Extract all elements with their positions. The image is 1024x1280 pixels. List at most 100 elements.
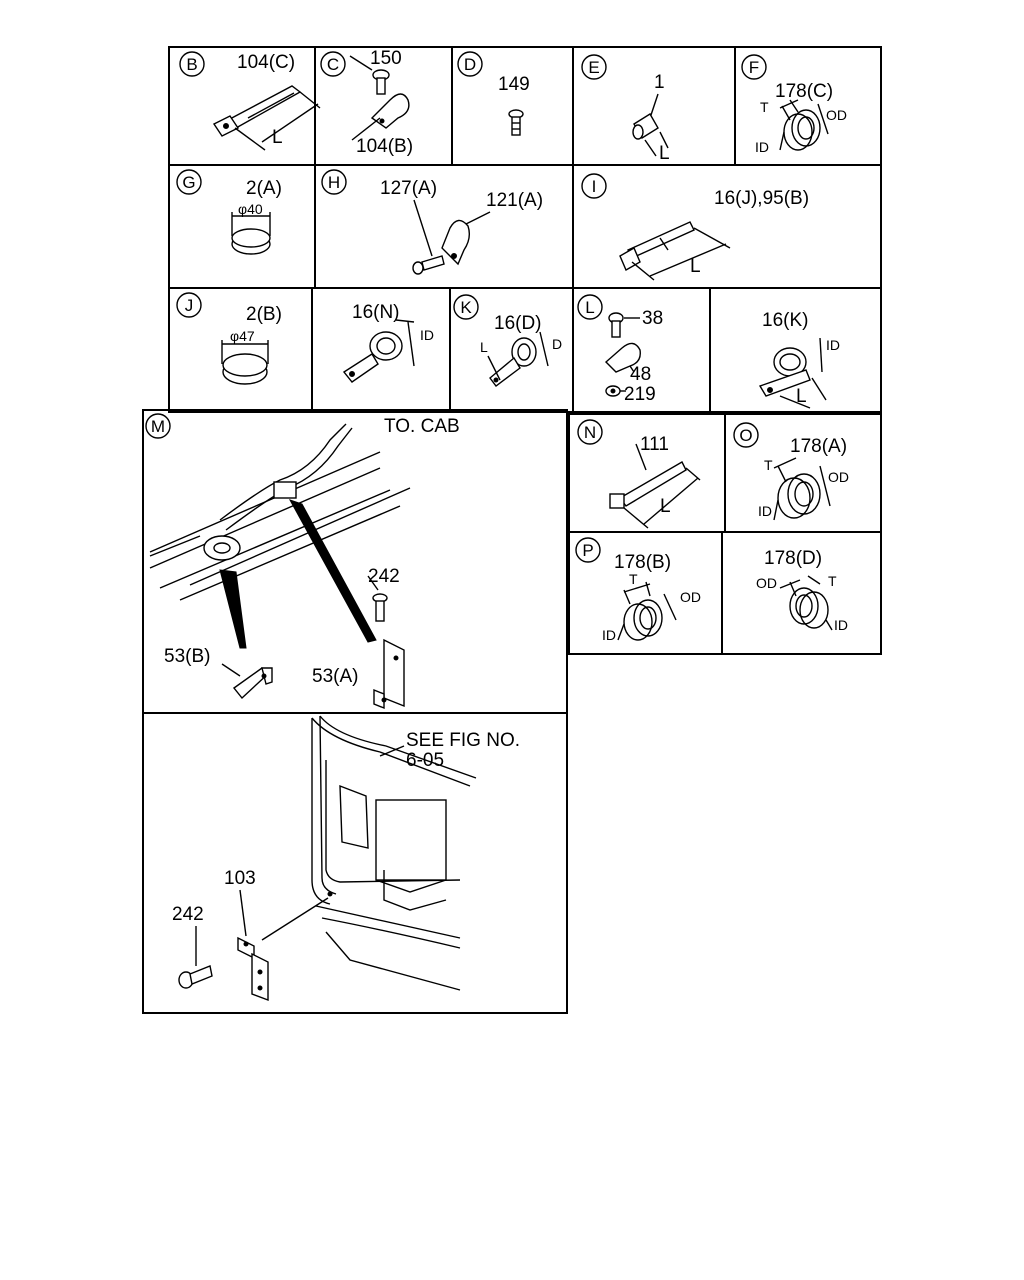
panel-16k: 16(K) ID L: [758, 310, 840, 409]
panel-e-letter: E: [588, 58, 599, 77]
panel-i-part: 16(J),95(B): [714, 188, 809, 209]
panel-e-part: 1: [654, 72, 665, 93]
panel-l-part-38: 38: [642, 308, 663, 329]
panel-c-part-150: 150: [370, 48, 402, 69]
panel-178d: 178(D) OD T ID: [756, 548, 848, 633]
clip-stack-drawing: [604, 312, 641, 397]
panel-k-letter: K: [460, 298, 472, 317]
panel-bottom: SEE FIG NO. 6-05 103 242: [172, 715, 520, 1002]
panel-f: F 178(C) T OD ID: [741, 54, 847, 155]
panel-e-dim: L: [659, 143, 670, 164]
cab-wall-drawing: [261, 715, 477, 991]
panel-p-dim-id: ID: [602, 627, 616, 643]
panel-g-letter: G: [182, 173, 195, 192]
panel-o-dim-id: ID: [758, 503, 772, 519]
panel-b-part: 104(C): [237, 52, 295, 73]
panel-p-part: 178(B): [614, 552, 671, 573]
panel-i-dim: L: [690, 256, 701, 277]
panel-16k-dim-id: ID: [826, 337, 840, 353]
panel-p: P 178(B) T OD ID: [575, 537, 701, 643]
panel-k-part: 16(D): [494, 313, 542, 334]
panel-e: E 1 L: [581, 54, 670, 164]
panel-j-letter: J: [185, 296, 194, 315]
plug-drawing: [231, 212, 271, 255]
panel-178d-dim-t: T: [828, 573, 837, 589]
panel-16k-part: 16(K): [762, 310, 808, 331]
see-fig-line1: SEE FIG NO.: [406, 730, 520, 751]
panel-o-letter: O: [739, 426, 752, 445]
panel-b: B 104(C) L: [179, 51, 321, 151]
bottom-part-103: 103: [224, 868, 256, 889]
cable-tie-drawing: [212, 85, 321, 151]
panel-j: J 2(B) φ47: [176, 292, 282, 385]
panel-16n: 16(N) ID: [342, 302, 434, 383]
panel-n-letter: N: [584, 423, 596, 442]
panel-k-dim-l: L: [480, 339, 488, 355]
panel-c-part-104b: 104(B): [356, 136, 413, 157]
pointer-wedges: [219, 499, 377, 649]
panel-c-letter: C: [327, 55, 339, 74]
panel-j-dia: φ47: [230, 328, 255, 344]
panel-f-dim-t: T: [760, 99, 769, 115]
panel-m-part-53b: 53(B): [164, 646, 210, 667]
panel-f-dim-id: ID: [755, 139, 769, 155]
panel-178d-part: 178(D): [764, 548, 822, 569]
panel-p-letter: P: [582, 541, 593, 560]
sleeve-drawing: [632, 113, 669, 157]
panel-n-dim: L: [660, 496, 671, 517]
panel-o-dim-t: T: [764, 457, 773, 473]
tie-strap-drawing: [619, 221, 731, 281]
panel-b-letter: B: [186, 55, 197, 74]
bottom-part-242: 242: [172, 904, 204, 925]
panel-l: L 38 48 219: [577, 294, 663, 405]
panel-178d-dim-id: ID: [834, 617, 848, 633]
bracket-103-drawing: [237, 936, 269, 1002]
panel-d-part: 149: [498, 74, 530, 95]
panel-m-note: TO. CAB: [384, 416, 460, 437]
panel-o: O 178(A) T OD ID: [733, 422, 849, 521]
bracket-53a-drawing: [373, 638, 405, 710]
grid-lines: [142, 46, 882, 1014]
panel-m-part-53a: 53(A): [312, 666, 358, 687]
panel-o-dim-od: OD: [828, 469, 849, 485]
panel-b-dim: L: [272, 127, 283, 148]
panel-h-letter: H: [328, 173, 340, 192]
bolt-drawing: [508, 109, 524, 136]
panel-l-part-219: 219: [624, 384, 656, 405]
panel-f-part: 178(C): [775, 81, 833, 102]
panel-m-part-242: 242: [368, 566, 400, 587]
panel-16n-part: 16(N): [352, 302, 400, 323]
panel-16k-dim-l: L: [796, 386, 807, 407]
panel-f-dim-od: OD: [826, 107, 847, 123]
panel-j-part: 2(B): [246, 304, 282, 325]
panel-16n-dim: ID: [420, 327, 434, 343]
loop-clamp-drawing: [487, 331, 549, 387]
panel-n: N 111 L: [577, 419, 701, 529]
panel-h-part-127a: 127(A): [380, 178, 437, 199]
panel-d-letter: D: [464, 55, 476, 74]
panel-m-letter: M: [151, 417, 165, 436]
panel-g-part: 2(A): [246, 178, 282, 199]
panel-d: D 149: [457, 51, 530, 136]
bolt-bottom-242-drawing: [178, 965, 213, 989]
tie-111-drawing: [609, 461, 701, 529]
panel-h-part-121a: 121(A): [486, 190, 543, 211]
saddle-clamp-drawing: [758, 337, 827, 409]
panel-p-dim-t: T: [629, 571, 638, 587]
grommet-p-drawing: [617, 581, 677, 641]
panel-l-letter: L: [585, 298, 594, 317]
grommet-drawing: [779, 99, 829, 151]
p-clamp-drawing: [342, 319, 415, 383]
frame-rail-drawing: [149, 423, 411, 601]
clamp-bolt-drawing: [412, 219, 471, 275]
panel-i-letter: I: [592, 177, 597, 196]
panel-k: K 16(D) L D: [453, 294, 562, 387]
bolt-242-drawing: [372, 593, 388, 622]
panel-178d-dim-od: OD: [756, 575, 777, 591]
bracket-53b-drawing: [232, 667, 273, 700]
plug-large-drawing: [221, 340, 269, 385]
grommet-d-drawing: [779, 575, 833, 631]
panel-n-part: 111: [640, 434, 669, 455]
panel-k-dim-d: D: [552, 336, 562, 352]
